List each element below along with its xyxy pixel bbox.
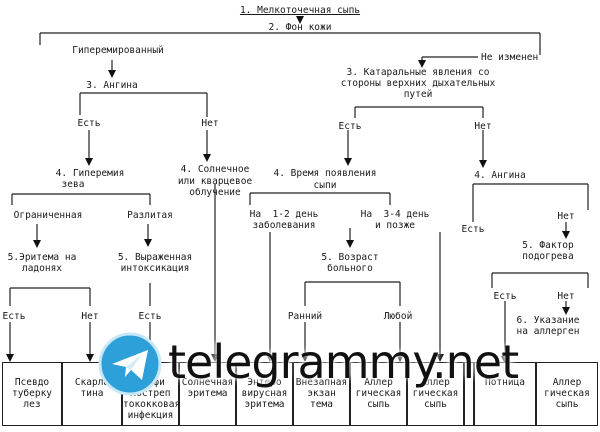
branch-no-4: Нет <box>81 311 99 322</box>
node-skin-background: 2. Фон кожи <box>268 22 332 33</box>
branch-day34-line1: На 3-4 день <box>360 209 430 220</box>
node-rash-time-line2: сыпи <box>313 180 337 191</box>
branch-yes-4: Есть <box>2 311 26 322</box>
diagnosis-label-6: Внезапная экзан тема <box>295 377 348 410</box>
node-allergen-line1: 6. Указание <box>516 315 580 326</box>
node-pharynx-line1: 4. Гиперемия <box>55 168 125 179</box>
branch-unchanged: Не изменен <box>481 52 539 63</box>
branch-yes-1: Есть <box>77 118 101 129</box>
node-heating-line2: подогрева <box>522 251 574 262</box>
node-intoxication-line2: интоксикация <box>120 263 190 274</box>
telegram-paper-plane-icon <box>98 332 162 396</box>
node-palm-erythema-line2: ладонях <box>21 263 63 274</box>
node-intoxication-line1: 5. Выраженная <box>117 252 193 263</box>
node-palm-erythema-line1: 5.Эритема на <box>7 252 77 263</box>
diagnosis-label-2: Скарла тина <box>74 377 110 399</box>
diagnosis-box-4: Солнечная эритема <box>179 362 236 426</box>
branch-no-2: Нет <box>474 121 492 132</box>
branch-day12-line1: На 1-2 день <box>249 209 319 220</box>
branch-day34-line2: и позже <box>374 220 416 231</box>
node-sun-line1: 4. Солнечное <box>180 164 250 175</box>
branch-no-1: Нет <box>201 118 219 129</box>
node-age-line2: больного <box>327 263 373 274</box>
node-catarrh-line3: путей <box>403 89 433 100</box>
branch-yes-5: Есть <box>138 311 162 322</box>
node-allergen-line2: на аллерген <box>516 326 580 337</box>
diagnosis-label-10: Потница <box>484 377 526 388</box>
node-sun-line2: или кварцевое <box>177 176 253 187</box>
branch-yes-2: Есть <box>338 121 362 132</box>
diagnosis-label-11: Аллер гическая сыпь <box>544 377 590 410</box>
diagnosis-box-5: Энтеро вирусная эритема <box>236 362 293 426</box>
diagnosis-box-11: Аллер гическая сыпь <box>536 362 598 426</box>
diagnosis-label-5: Энтеро вирусная эритема <box>241 377 288 410</box>
branch-no-6: Нет <box>557 291 575 302</box>
diagnosis-label-1: Псевдо туберку лез <box>11 377 53 410</box>
root-title: 1. Мелкоточечная сыпь <box>239 5 361 16</box>
branch-yes-6: Есть <box>493 291 517 302</box>
watermark-logo <box>98 332 162 396</box>
diagnosis-label-8: Аллер гическая сыпь <box>412 377 459 410</box>
node-angina-1: 3. Ангина <box>86 80 138 91</box>
diagnosis-box-8: Аллер гическая сыпь <box>407 362 464 426</box>
branch-diffuse: Разлитая <box>127 210 173 221</box>
node-catarrh-line2: стороны верхних дыхательных <box>340 78 496 89</box>
node-rash-time-line1: 4. Время появления <box>273 168 377 179</box>
diagnosis-box-10: Потница <box>474 362 536 426</box>
branch-day12-line2: заболевания <box>252 220 316 231</box>
branch-yes-3: Есть <box>461 224 485 235</box>
diagnosis-box-6: Внезапная экзан тема <box>293 362 350 426</box>
branch-any: Любой <box>383 311 413 322</box>
branch-limited: Ограниченная <box>13 210 83 221</box>
diagnosis-box-9 <box>464 362 474 426</box>
diagnosis-label-7: Аллер гическая сыпь <box>355 377 402 410</box>
branch-hyperemic: Гиперемированный <box>72 45 164 56</box>
diagnosis-box-1: Псевдо туберку лез <box>2 362 62 426</box>
node-angina-2: 4. Ангина <box>474 170 526 181</box>
node-sun-line3: облучение <box>189 187 241 198</box>
branch-no-3: Нет <box>557 211 575 222</box>
node-catarrh-line1: 3. Катаральные явления со <box>346 67 490 78</box>
node-heating-line1: 5. Фактор <box>522 240 574 251</box>
diagnosis-box-7: Аллер гическая сыпь <box>350 362 407 426</box>
branch-early: Ранний <box>287 311 323 322</box>
diagnosis-label-4: Солнечная эритема <box>181 377 234 399</box>
watermark-text: telegrammy.net <box>168 335 519 389</box>
node-pharynx-line2: зева <box>61 179 85 190</box>
node-age-line1: 5. Возраст <box>321 252 379 263</box>
